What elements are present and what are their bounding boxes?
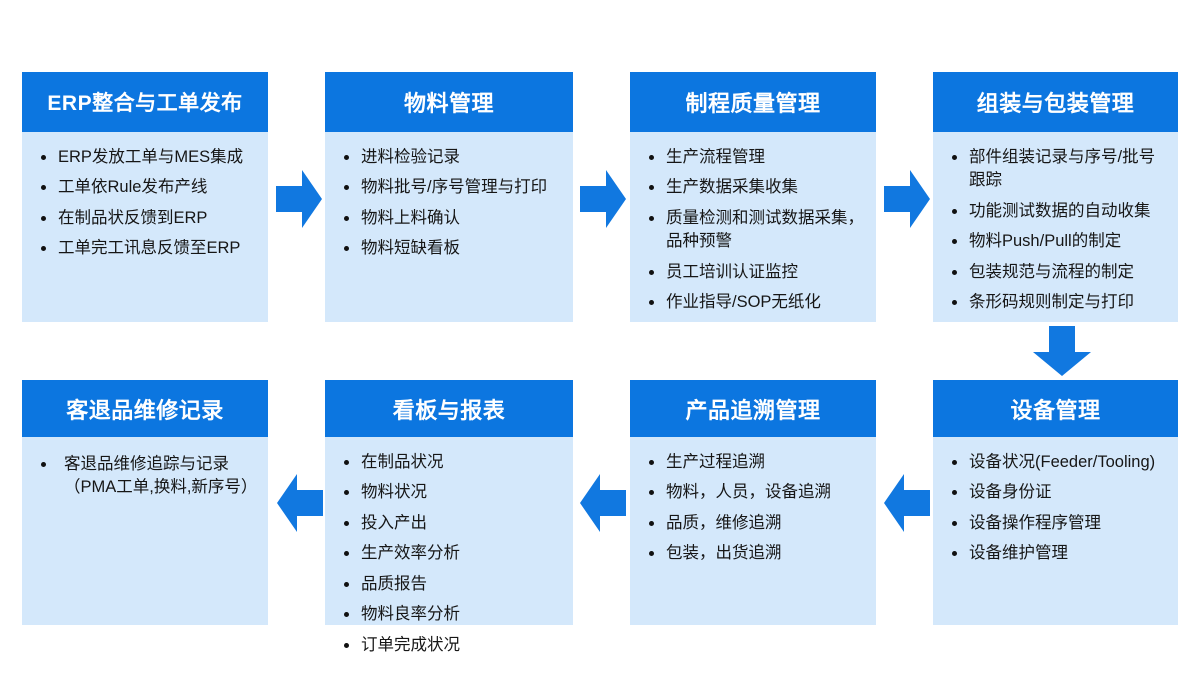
- card-product-traceability-management[interactable]: 产品追溯管理 生产过程追溯 物料，人员，设备追溯 品质，维修追溯 包装，出货追溯: [630, 380, 876, 625]
- list-item: 在制品状况: [339, 451, 563, 474]
- card-title-customer-return-repair-record: 客退品维修记录: [22, 380, 268, 437]
- list-item: 工单完工讯息反馈至ERP: [36, 237, 258, 260]
- card-title-erp-integration: ERP整合与工单发布: [22, 72, 268, 132]
- list-item: 物料批号/序号管理与打印: [339, 176, 563, 199]
- card-body-product-traceability-management: 生产过程追溯 物料，人员，设备追溯 品质，维修追溯 包装，出货追溯: [630, 437, 876, 625]
- list-item: 生产过程追溯: [644, 451, 866, 474]
- list-item: 条形码规则制定与打印: [947, 291, 1168, 314]
- bullet-list-material-management: 进料检验记录 物料批号/序号管理与打印 物料上料确认 物料短缺看板: [339, 146, 563, 261]
- list-item: 设备操作程序管理: [947, 512, 1168, 535]
- list-item: 设备状况(Feeder/Tooling): [947, 451, 1168, 474]
- arrow-equipment-to-traceability: [884, 472, 930, 534]
- arrow-traceability-to-kanban: [580, 472, 626, 534]
- list-item: 包装规范与流程的制定: [947, 261, 1168, 284]
- bullet-list-equipment-management: 设备状况(Feeder/Tooling) 设备身份证 设备操作程序管理 设备维护…: [947, 451, 1168, 566]
- card-process-quality-management[interactable]: 制程质量管理 生产流程管理 生产数据采集收集 质量检测和测试数据采集，品种预警 …: [630, 72, 876, 322]
- card-title-material-management: 物料管理: [325, 72, 573, 132]
- list-item: 品质，维修追溯: [644, 512, 866, 535]
- list-item: 作业指导/SOP无纸化: [644, 291, 866, 314]
- arrow-process-quality-to-assembly: [884, 168, 930, 230]
- card-body-equipment-management: 设备状况(Feeder/Tooling) 设备身份证 设备操作程序管理 设备维护…: [933, 437, 1178, 625]
- list-item: 设备维护管理: [947, 542, 1168, 565]
- bullet-list-customer-return-repair-record: 客退品维修追踪与记录（PMA工单,换料,新序号）: [36, 453, 258, 500]
- arrow-assembly-to-equipment: [1031, 326, 1093, 376]
- card-body-material-management: 进料检验记录 物料批号/序号管理与打印 物料上料确认 物料短缺看板: [325, 132, 573, 322]
- list-item: 部件组装记录与序号/批号跟踪: [947, 146, 1168, 193]
- card-body-customer-return-repair-record: 客退品维修追踪与记录（PMA工单,换料,新序号）: [22, 437, 268, 625]
- list-item: 物料上料确认: [339, 207, 563, 230]
- card-title-product-traceability-management: 产品追溯管理: [630, 380, 876, 437]
- bullet-list-kanban-and-reports: 在制品状况 物料状况 投入产出 生产效率分析 品质报告 物料良率分析 订单完成状…: [339, 451, 563, 657]
- card-assembly-packaging-management[interactable]: 组装与包装管理 部件组装记录与序号/批号跟踪 功能测试数据的自动收集 物料Pus…: [933, 72, 1178, 322]
- card-erp-integration[interactable]: ERP整合与工单发布 ERP发放工单与MES集成 工单依Rule发布产线 在制品…: [22, 72, 268, 322]
- list-item: 设备身份证: [947, 481, 1168, 504]
- list-item: 客退品维修追踪与记录（PMA工单,换料,新序号）: [36, 453, 258, 500]
- arrow-kanban-to-customer-return: [277, 472, 323, 534]
- list-item: 物料短缺看板: [339, 237, 563, 260]
- list-item: 包装，出货追溯: [644, 542, 866, 565]
- card-body-erp-integration: ERP发放工单与MES集成 工单依Rule发布产线 在制品状反馈到ERP 工单完…: [22, 132, 268, 322]
- card-body-assembly-packaging-management: 部件组装记录与序号/批号跟踪 功能测试数据的自动收集 物料Push/Pull的制…: [933, 132, 1178, 330]
- list-item: 工单依Rule发布产线: [36, 176, 258, 199]
- list-item: 物料良率分析: [339, 603, 563, 626]
- list-item: 功能测试数据的自动收集: [947, 200, 1168, 223]
- card-material-management[interactable]: 物料管理 进料检验记录 物料批号/序号管理与打印 物料上料确认 物料短缺看板: [325, 72, 573, 322]
- list-item: 物料状况: [339, 481, 563, 504]
- card-title-assembly-packaging-management: 组装与包装管理: [933, 72, 1178, 132]
- list-item: 质量检测和测试数据采集，品种预警: [644, 207, 866, 254]
- arrow-erp-to-material: [276, 168, 322, 230]
- card-title-process-quality-management: 制程质量管理: [630, 72, 876, 132]
- list-item: 物料，人员，设备追溯: [644, 481, 866, 504]
- list-item: 在制品状反馈到ERP: [36, 207, 258, 230]
- card-kanban-and-reports[interactable]: 看板与报表 在制品状况 物料状况 投入产出 生产效率分析 品质报告 物料良率分析…: [325, 380, 573, 654]
- list-item: 生产数据采集收集: [644, 176, 866, 199]
- card-title-kanban-and-reports: 看板与报表: [325, 380, 573, 437]
- list-item: 生产流程管理: [644, 146, 866, 169]
- list-item: 订单完成状况: [339, 634, 563, 657]
- bullet-list-product-traceability-management: 生产过程追溯 物料，人员，设备追溯 品质，维修追溯 包装，出货追溯: [644, 451, 866, 566]
- arrow-material-to-process-quality: [580, 168, 626, 230]
- card-body-kanban-and-reports: 在制品状况 物料状况 投入产出 生产效率分析 品质报告 物料良率分析 订单完成状…: [325, 437, 573, 672]
- card-title-equipment-management: 设备管理: [933, 380, 1178, 437]
- bullet-list-assembly-packaging-management: 部件组装记录与序号/批号跟踪 功能测试数据的自动收集 物料Push/Pull的制…: [947, 146, 1168, 315]
- list-item: 生产效率分析: [339, 542, 563, 565]
- card-body-process-quality-management: 生产流程管理 生产数据采集收集 质量检测和测试数据采集，品种预警 员工培训认证监…: [630, 132, 876, 330]
- card-customer-return-repair-record[interactable]: 客退品维修记录 客退品维修追踪与记录（PMA工单,换料,新序号）: [22, 380, 268, 625]
- list-item: ERP发放工单与MES集成: [36, 146, 258, 169]
- card-equipment-management[interactable]: 设备管理 设备状况(Feeder/Tooling) 设备身份证 设备操作程序管理…: [933, 380, 1178, 625]
- bullet-list-erp-integration: ERP发放工单与MES集成 工单依Rule发布产线 在制品状反馈到ERP 工单完…: [36, 146, 258, 261]
- list-item: 投入产出: [339, 512, 563, 535]
- list-item: 进料检验记录: [339, 146, 563, 169]
- list-item: 员工培训认证监控: [644, 261, 866, 284]
- list-item: 品质报告: [339, 573, 563, 596]
- list-item: 物料Push/Pull的制定: [947, 230, 1168, 253]
- bullet-list-process-quality-management: 生产流程管理 生产数据采集收集 质量检测和测试数据采集，品种预警 员工培训认证监…: [644, 146, 866, 315]
